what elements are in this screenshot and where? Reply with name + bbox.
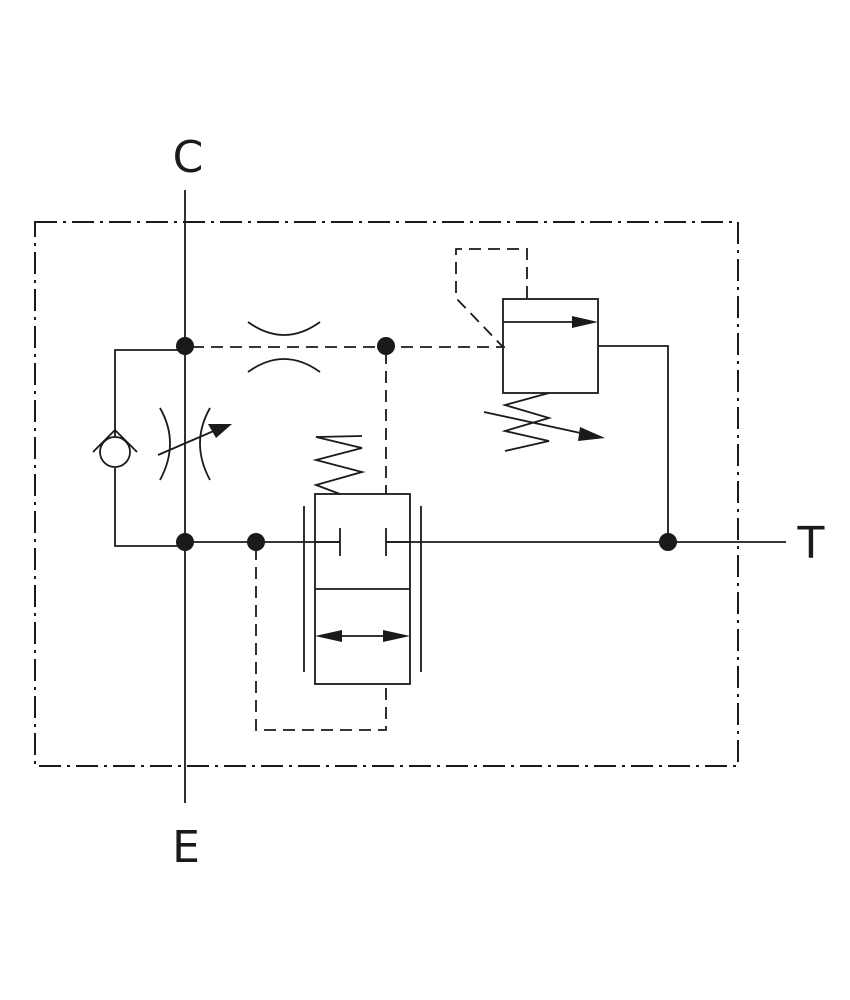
- check-valve: [92, 349, 185, 547]
- port-label-e: E: [172, 822, 200, 873]
- port-label-c: C: [173, 132, 204, 183]
- fixed-orifice: [247, 321, 321, 373]
- compensator-spool-valve: [303, 435, 422, 685]
- relief-valve: [483, 298, 669, 542]
- adjustable-throttle: [157, 407, 232, 481]
- port-label-t: T: [797, 518, 825, 569]
- pilot-line-relief-drain: [455, 248, 528, 348]
- junction-dot-c-top: [176, 337, 194, 355]
- pilot-line-bottom-loop: [255, 548, 387, 731]
- junction-dot-e: [176, 533, 194, 551]
- junction-dot-spool-pilot: [247, 533, 265, 551]
- junction-dot-pilot: [377, 337, 395, 355]
- valve-enclosure-border: [34, 221, 739, 767]
